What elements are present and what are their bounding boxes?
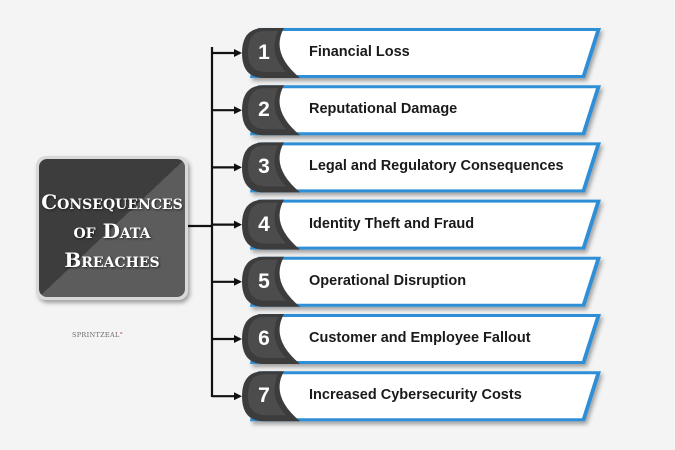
item-number-7: 7: [258, 384, 270, 408]
brand-logo-text: SPRINTZEAL: [72, 331, 120, 339]
consequence-item-2: [242, 85, 601, 136]
number-tab-highlight: [248, 145, 286, 187]
consequence-item-1: [242, 28, 601, 78]
item-panel: [254, 88, 596, 133]
item-panel: [254, 202, 596, 247]
brand-logo-mark: °: [119, 331, 124, 339]
item-label-4: Identity Theft and Fraud: [309, 215, 475, 232]
connectors: [188, 47, 214, 397]
item-panel: [254, 259, 596, 304]
number-tab-highlight: [248, 259, 286, 301]
item-label-6: Customer and Employee Fallout: [309, 330, 531, 346]
item-label-1: Financial Loss: [309, 44, 410, 60]
consequence-item-3: [242, 142, 601, 193]
item-panel: [254, 31, 596, 75]
consequence-item-4: [242, 199, 601, 250]
consequence-item-7: [242, 371, 601, 422]
center-title-line-2: of Data: [73, 219, 151, 243]
consequence-item-5: [242, 256, 601, 307]
number-tab-highlight: [248, 374, 286, 416]
number-tab-highlight: [248, 317, 286, 358]
item-panel: [254, 374, 596, 419]
items-layer: [242, 28, 601, 422]
center-title-line-3: Breaches: [64, 248, 160, 272]
item-number-6: 6: [258, 327, 270, 350]
brand-logo: SPRINTZEAL°: [72, 331, 123, 339]
center-title-line-1: Consequences: [41, 190, 183, 214]
item-label-3: Legal and Regulatory Consequences: [309, 158, 564, 175]
consequence-item-6: [242, 314, 601, 364]
item-number-1: 1: [258, 41, 270, 64]
center-title: Consequences of Data Breaches: [38, 188, 186, 275]
item-number-3: 3: [258, 155, 270, 179]
item-number-4: 4: [258, 212, 270, 236]
item-number-2: 2: [258, 98, 270, 122]
item-panel: [254, 317, 596, 361]
item-label-2: Reputational Damage: [309, 101, 458, 118]
number-tab-highlight: [248, 88, 286, 130]
item-label-7: Increased Cybersecurity Costs: [309, 387, 522, 404]
item-label-5: Operational Disruption: [309, 272, 467, 289]
center-box: [36, 156, 188, 300]
number-tab-highlight: [248, 31, 286, 72]
branch-arrows: [212, 49, 242, 401]
number-tab-highlight: [248, 202, 286, 244]
item-number-5: 5: [258, 269, 270, 293]
item-panel: [254, 145, 596, 190]
